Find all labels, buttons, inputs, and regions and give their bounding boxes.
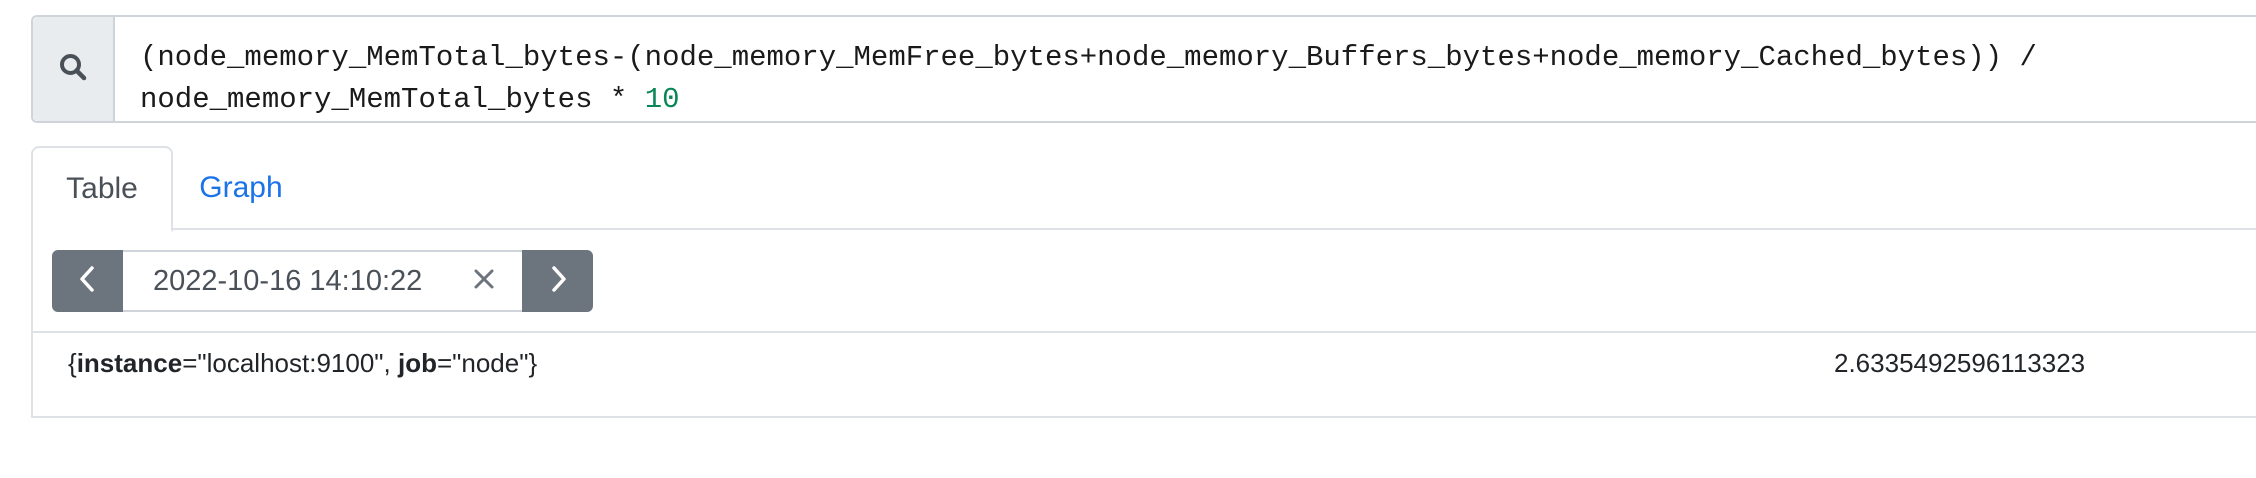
expression-line-2: node_memory_MemTotal_bytes * — [140, 83, 645, 116]
search-icon-box — [33, 17, 115, 121]
chevron-left-icon — [76, 264, 100, 299]
evaluation-time-value: 2022-10-16 14:10:22 — [153, 264, 423, 297]
chevron-right-icon — [546, 264, 570, 299]
label-key-instance: instance — [76, 348, 183, 378]
table-row-divider — [33, 331, 2256, 333]
search-icon — [58, 52, 88, 87]
evaluation-time-navigator: 2022-10-16 14:10:22 — [52, 250, 593, 312]
tab-graph[interactable]: Graph — [199, 171, 283, 204]
label-open: { — [68, 348, 77, 378]
tab-table[interactable]: Table — [31, 146, 173, 232]
close-icon — [472, 267, 496, 296]
expression-input[interactable]: (node_memory_MemTotal_bytes-(node_memory… — [115, 17, 2256, 121]
expression-input-group: (node_memory_MemTotal_bytes-(node_memory… — [31, 15, 2256, 123]
label-value-job: ="node"} — [436, 348, 538, 378]
series-value: 2.6335492596113323 — [1834, 348, 2086, 378]
next-time-button[interactable] — [522, 250, 593, 312]
label-key-job: job — [397, 348, 437, 378]
clear-time-button[interactable] — [468, 265, 500, 297]
table-panel — [31, 228, 2256, 418]
evaluation-time-input[interactable]: 2022-10-16 14:10:22 — [123, 250, 522, 312]
label-value-instance: ="localhost:9100", — [182, 348, 398, 378]
result-tabs: Table Graph — [31, 146, 2256, 232]
expression-number-literal: 10 — [644, 83, 680, 116]
series-labels: {instance="localhost:9100", job="node"} — [68, 348, 537, 379]
expression-line-1: (node_memory_MemTotal_bytes-(node_memory… — [140, 41, 2037, 74]
previous-time-button[interactable] — [52, 250, 123, 312]
